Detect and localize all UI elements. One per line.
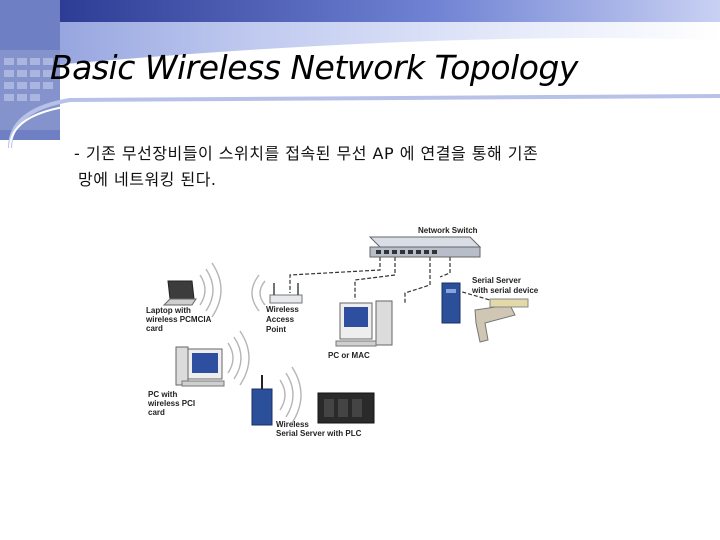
label-network-switch: Network Switch bbox=[418, 226, 478, 235]
label-pc-2: wireless PCI bbox=[147, 399, 195, 408]
serial-server-icon bbox=[442, 283, 460, 323]
wireless-waves bbox=[200, 263, 301, 423]
network-switch-icon bbox=[370, 237, 480, 257]
plc-icon bbox=[318, 393, 374, 423]
label-laptop-2: wireless PCMCIA bbox=[145, 315, 212, 324]
bullet-text: - 기존 무선장비들이 스위치를 접속된 무선 AP 에 연결을 통해 기존 망… bbox=[74, 141, 694, 193]
access-point-icon bbox=[270, 283, 302, 303]
label-pc-mac: PC or MAC bbox=[328, 351, 370, 360]
label-serial-server-2: with serial device bbox=[471, 286, 539, 295]
label-ap-2: Access bbox=[266, 315, 295, 324]
label-ap-3: Point bbox=[266, 325, 286, 334]
label-serial-server: Serial Server bbox=[472, 276, 521, 285]
slide-title: Basic Wireless Network Topology bbox=[50, 48, 578, 87]
label-pc-3: card bbox=[148, 408, 165, 417]
serial-device-icon bbox=[475, 299, 528, 342]
bullet-line-1: - 기존 무선장비들이 스위치를 접속된 무선 AP 에 연결을 통해 기존 bbox=[74, 144, 538, 163]
bullet-line-2: 망에 네트워킹 된다. bbox=[74, 167, 694, 193]
label-laptop-1: Laptop with bbox=[146, 306, 191, 315]
wireless-pc-icon bbox=[176, 347, 224, 386]
wireless-serial-server-icon bbox=[252, 375, 272, 425]
laptop-icon bbox=[164, 281, 196, 305]
label-ap-1: Wireless bbox=[266, 305, 299, 314]
label-laptop-3: card bbox=[146, 324, 163, 333]
desktop-pc-icon bbox=[336, 301, 392, 346]
label-wss-2: Serial Server with PLC bbox=[276, 429, 362, 438]
network-topology-diagram: Network Switch Serial Server with serial… bbox=[140, 215, 570, 445]
label-pc-1: PC with bbox=[148, 390, 177, 399]
